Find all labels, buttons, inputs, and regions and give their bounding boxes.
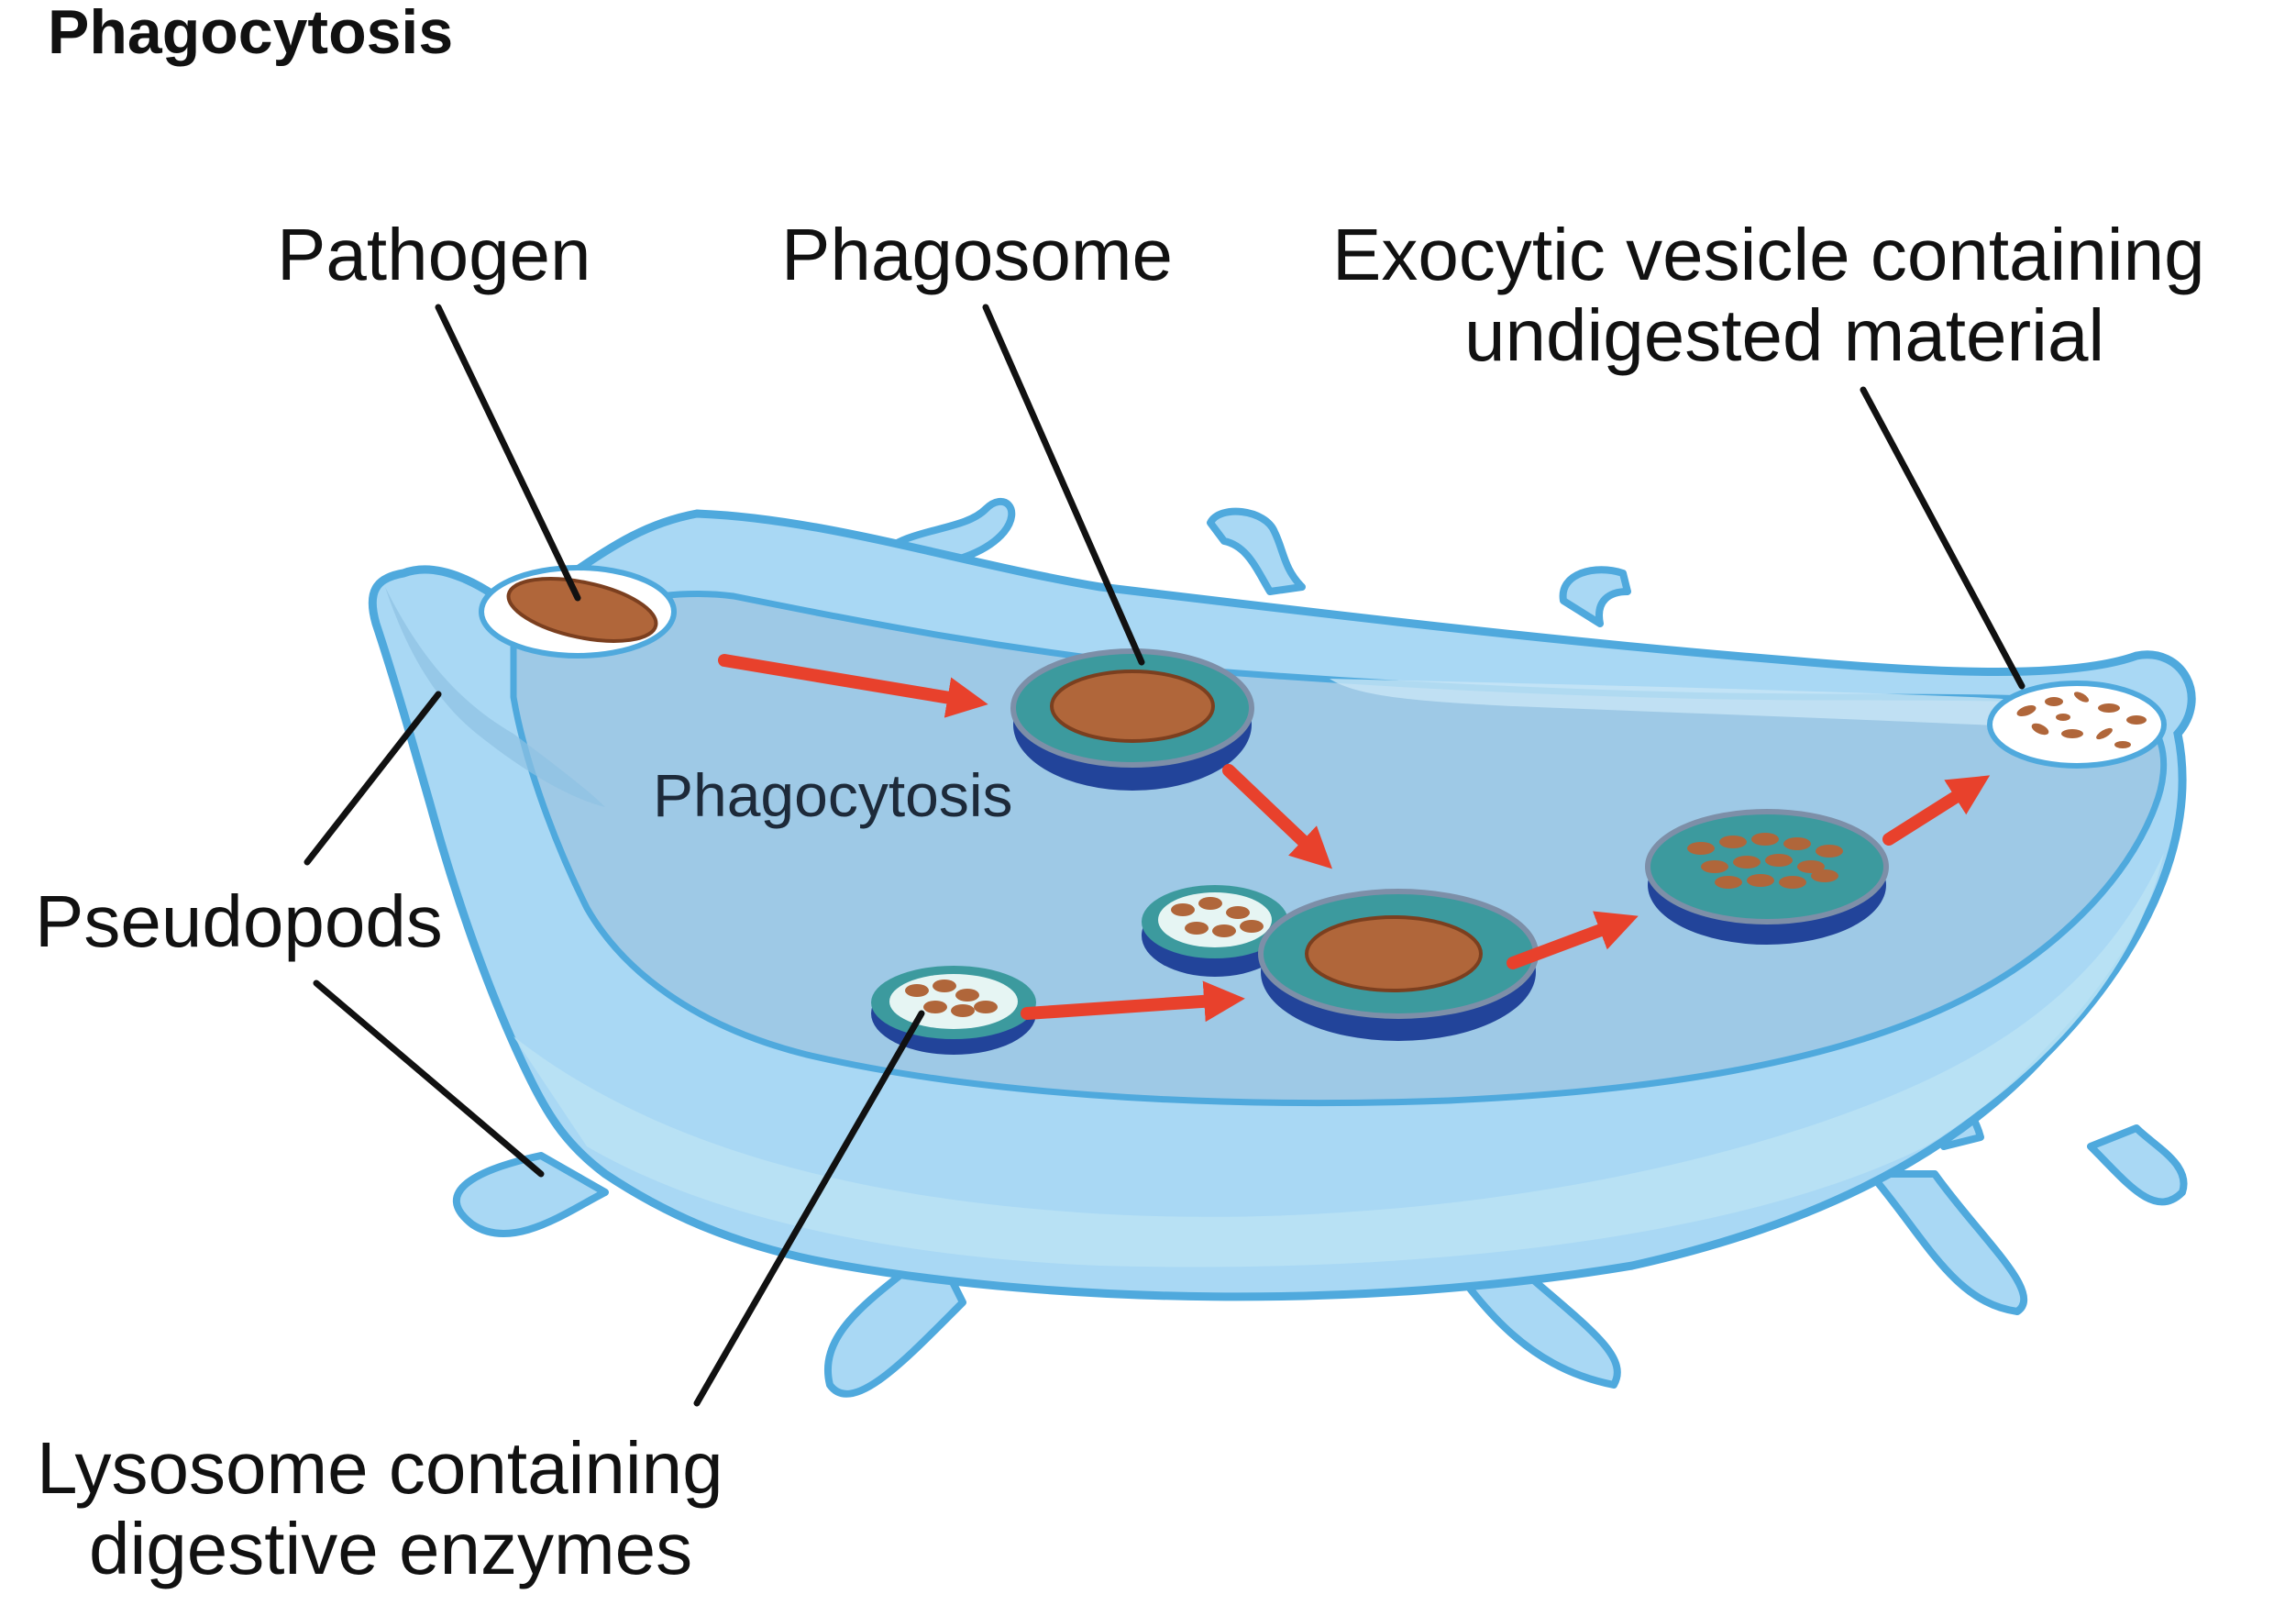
pathogen-icon	[506, 577, 658, 643]
fusing-lysosome	[1142, 885, 1288, 977]
label-exocytic-line2: undigested material	[1464, 294, 2104, 376]
leader-pseudopod-upper	[304, 691, 442, 866]
arrow-to-exocytosis	[1882, 775, 1991, 846]
leader-lysosome	[693, 1010, 925, 1407]
phagolysosome-forming	[1258, 889, 1539, 1041]
arrow-to-fusion	[1222, 764, 1332, 869]
label-phagosome: Phagosome	[781, 214, 1173, 295]
lysosome	[871, 966, 1036, 1055]
leader-phagosome	[982, 304, 1145, 666]
process-label: Phagocytosis	[653, 761, 1013, 829]
label-lysosome-line1: Lysosome containing	[37, 1427, 723, 1509]
diagram-title: Phagocytosis	[48, 0, 453, 67]
label-exocytic-line1: Exocytic vesicle containing	[1332, 214, 2205, 295]
cytoplasm-highlight	[1330, 679, 2146, 734]
label-pseudopods: Pseudopods	[35, 880, 443, 962]
exocytic-vesicle	[1987, 681, 2167, 769]
arrow-ingest	[718, 654, 988, 718]
leader-exocytic	[1860, 386, 2026, 690]
leader-lines	[304, 304, 2026, 1407]
phagosome	[1010, 648, 1254, 791]
process-arrows	[718, 654, 1991, 1023]
cell-rim	[513, 853, 2164, 1267]
label-pathogen: Pathogen	[277, 214, 591, 295]
arrow-to-digest	[1507, 911, 1639, 969]
leader-pseudopod-lower	[313, 980, 545, 1178]
leader-pathogen	[435, 304, 581, 602]
label-lysosome-line2: digestive enzymes	[89, 1508, 692, 1589]
engulfment-opening	[479, 565, 677, 659]
phagolysosome	[1645, 809, 1889, 945]
arrow-lysosome	[1021, 980, 1245, 1023]
